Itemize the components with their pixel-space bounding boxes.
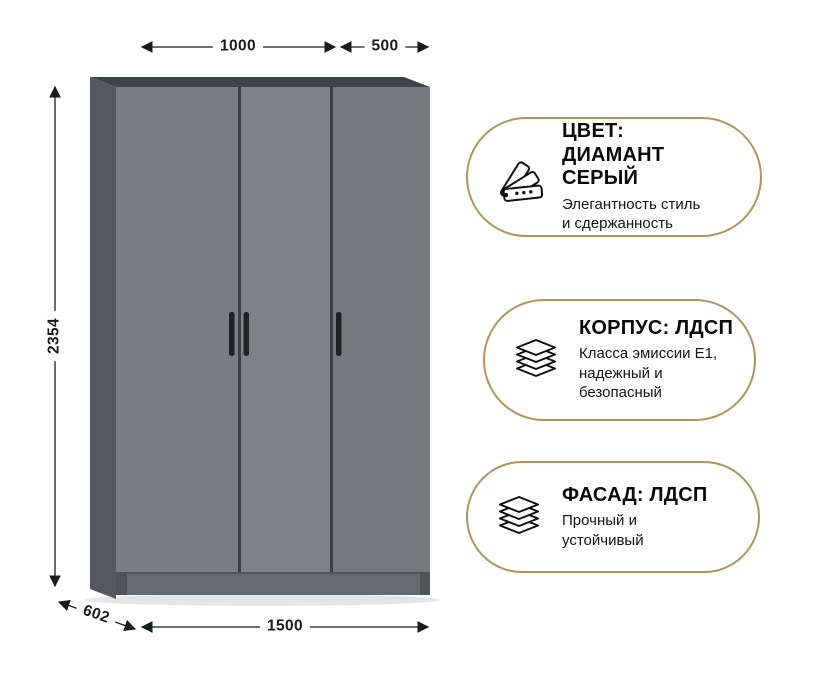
badge-subtitle-line: безопасный (579, 384, 662, 402)
wardrobe-top-face (90, 77, 430, 87)
badge-subtitle-line: надежный и (579, 364, 663, 382)
wardrobe-door-middle (241, 87, 330, 572)
badge-subtitle-line: Прочный и (562, 512, 637, 530)
dimension-top-right-label: 500 (364, 37, 406, 57)
badge-body-subtitle: Класса эмиссии Е1, надежный и безопасный (579, 344, 733, 403)
dimension-height-label: 2354 (45, 310, 65, 362)
wardrobe (90, 77, 430, 599)
feature-badge-body-material: КОРПУС: ЛДСП Класса эмиссии Е1, надежный… (483, 299, 756, 421)
badge-title-line: ЦВЕТ: (562, 120, 625, 143)
badge-body-text: КОРПУС: ЛДСП Класса эмиссии Е1, надежный… (579, 317, 749, 403)
badge-facade-subtitle: Прочный и устойчивый (562, 511, 707, 550)
badge-facade-text: ФАСАД: ЛДСП Прочный и устойчивый (562, 484, 723, 550)
badge-facade-title: ФАСАД: ЛДСП (562, 484, 707, 507)
badge-title-line: ФАСАД: ЛДСП (562, 483, 708, 506)
badge-title-line: КОРПУС: ЛДСП (579, 317, 734, 340)
badge-color-text: ЦВЕТ: ДИАМАНТ СЕРЫЙ Элегантность стиль и… (562, 120, 760, 233)
feature-badge-color: ЦВЕТ: ДИАМАНТ СЕРЫЙ Элегантность стиль и… (466, 117, 762, 237)
ground-shadow (84, 594, 440, 606)
wardrobe-side-panel (90, 77, 116, 599)
door-gap (330, 87, 333, 572)
badge-subtitle-line: Элегантность стиль (562, 195, 701, 213)
badge-title-line: ДИАМАНТ СЕРЫЙ (562, 143, 665, 190)
color-fan-icon (499, 161, 544, 202)
handle-middle-door (243, 312, 249, 356)
layers-icon (499, 496, 539, 534)
wardrobe-door-right (333, 87, 430, 572)
badge-color-subtitle: Элегантность стиль и сдержанность (562, 195, 744, 234)
badge-subtitle-line: и сдержанность (562, 215, 673, 233)
door-handles (229, 312, 342, 356)
layers-icon (516, 339, 556, 377)
door-gap (238, 87, 241, 572)
dimension-top-left-label: 1000 (212, 37, 264, 57)
badge-subtitle-line: Класса эмиссии Е1, (579, 345, 718, 363)
wardrobe-door-left (116, 87, 238, 572)
badge-body-title: КОРПУС: ЛДСП (579, 317, 733, 340)
feature-badge-facade-material: ФАСАД: ЛДСП Прочный и устойчивый (466, 461, 760, 573)
dimension-bottom-label: 1500 (259, 617, 311, 637)
badge-subtitle-line: устойчивый (562, 531, 644, 549)
badge-color-title: ЦВЕТ: ДИАМАНТ СЕРЫЙ (562, 120, 744, 190)
handle-left-door (229, 312, 235, 356)
wardrobe-plinth (127, 574, 420, 595)
handle-right-door (336, 312, 342, 356)
